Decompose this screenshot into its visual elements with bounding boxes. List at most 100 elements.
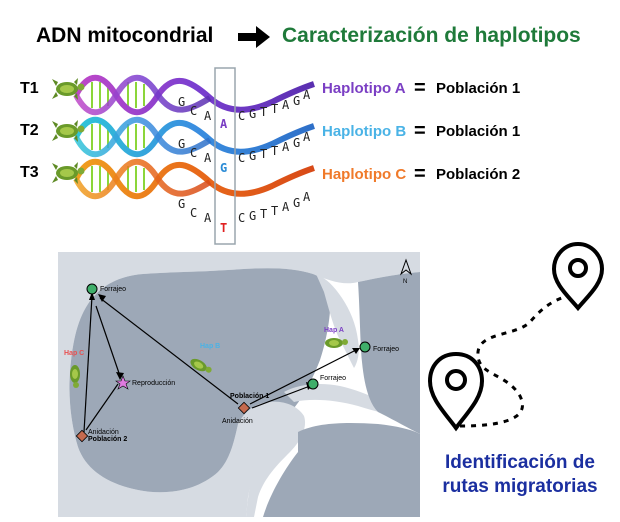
row-label-t3: T3 <box>20 164 39 181</box>
dotted-route <box>459 292 581 428</box>
sequence-t1: G C A A C G T T A G A <box>178 88 311 131</box>
dna-helix-t1 <box>73 74 315 116</box>
variant-site-box <box>214 67 236 245</box>
seq-t3-variant: T <box>220 221 227 235</box>
seq-t2-base-8: T <box>271 144 278 158</box>
route-pob1-to-cuba <box>251 385 311 409</box>
seq-t1-base-8: T <box>271 102 278 116</box>
migratory-route-caption: Identificación de rutas migratorias <box>420 451 620 499</box>
route-foraging-to-reproduction <box>95 305 121 377</box>
label-forrajeo-cuba: Forrajeo <box>320 375 346 382</box>
nesting-node-w <box>75 429 89 443</box>
foraging-node-florida <box>359 341 371 353</box>
seq-t2-base-11: A <box>303 130 311 144</box>
atlantic-water <box>358 272 420 434</box>
reproduction-star-icon <box>115 375 131 390</box>
turtle-icon <box>70 365 80 388</box>
sequence-t3: G C A T C G T T A G A <box>178 190 311 235</box>
seq-t2-base-7: T <box>260 147 267 161</box>
seq-t2-base-5: C <box>238 151 245 165</box>
arrowhead <box>116 372 124 380</box>
label-forrajeo-nw: Forrajeo <box>100 286 126 293</box>
seq-t1-base-3: A <box>204 109 212 123</box>
seq-t2-base-6: G <box>249 149 256 163</box>
caption-line-2: rutas migratorias <box>442 476 598 497</box>
seq-t2-variant: G <box>220 161 227 175</box>
arrowhead <box>352 348 360 354</box>
haplotype-label-b: Haplotipo B <box>322 123 407 140</box>
nesting-node-e <box>237 401 251 415</box>
route-pob1-to-florida <box>249 349 357 405</box>
seq-t2-base-10: G <box>293 136 300 150</box>
equals-sign: = <box>414 163 426 185</box>
haplotype-label-c: Haplotipo C <box>322 166 407 183</box>
dna-helix-t2 <box>73 116 315 158</box>
seq-t2-base-3: A <box>204 151 212 165</box>
migration-map: N Forrajeo Reproducción Anidación Poblac… <box>58 252 420 517</box>
seq-t1-base-11: A <box>303 88 311 102</box>
seq-t1-base-7: T <box>260 105 267 119</box>
seq-t1-base-6: G <box>249 107 256 121</box>
seq-t3-base-10: G <box>293 196 300 210</box>
equals-sign: = <box>414 77 426 99</box>
foraging-node-cuba <box>307 378 319 390</box>
location-pin-icon <box>427 351 485 432</box>
label-poblacion-2: Población 2 <box>88 436 127 443</box>
seq-t1-base-2: C <box>190 104 197 118</box>
location-pin-icon <box>551 241 605 312</box>
equals-sign: = <box>414 120 426 142</box>
seq-t2-base-2: C <box>190 146 197 160</box>
seq-t1-base-1: G <box>178 95 185 109</box>
population-label-t3: Población 2 <box>436 166 521 183</box>
label-poblacion-1: Población 1 <box>230 393 269 400</box>
label-anidacion-e: Anidación <box>222 418 253 425</box>
migration-route-graphic <box>427 241 605 432</box>
sequence-t2: G C A G C G T T A G A <box>178 130 311 175</box>
label-hap-a: Hap A <box>324 327 344 334</box>
turtle-icon <box>52 120 85 142</box>
route-w-nesting-to-foraging <box>83 295 93 433</box>
caption-line-1: Identificación de <box>445 452 595 473</box>
label-forrajeo-florida: Forrajeo <box>373 346 399 353</box>
population-label-t2: Población 1 <box>436 123 521 140</box>
seq-t1-base-5: C <box>238 109 245 123</box>
population-label-t1: Población 1 <box>436 80 521 97</box>
compass-label: N <box>403 279 407 285</box>
seq-t3-base-9: A <box>282 200 290 214</box>
seq-t1-base-9: A <box>282 98 290 112</box>
seq-t3-base-8: T <box>271 204 278 218</box>
land-mainland <box>58 252 420 517</box>
row-label-t1: T1 <box>20 80 39 97</box>
label-reproduccion: Reproducción <box>132 380 175 387</box>
seq-t3-base-11: A <box>303 190 311 204</box>
compass-icon: N <box>399 258 413 285</box>
arrowhead <box>98 294 106 302</box>
arrow-right-icon <box>238 26 270 48</box>
row-label-t2: T2 <box>20 122 39 139</box>
land-florida <box>316 274 359 368</box>
turtle-icon <box>52 162 85 184</box>
arrowhead <box>89 292 95 300</box>
label-hap-b: Hap B <box>200 343 220 350</box>
seq-t1-variant: A <box>220 117 228 131</box>
seq-t3-base-7: T <box>260 207 267 221</box>
seq-t3-base-1: G <box>178 197 185 211</box>
seq-t3-base-6: G <box>249 209 256 223</box>
seq-t1-base-10: G <box>293 94 300 108</box>
land-yucatan <box>238 401 306 517</box>
turtle-icon <box>325 338 348 348</box>
title-haplotype-characterization: Caracterización de haplotipos <box>282 24 581 47</box>
seq-t3-base-2: C <box>190 206 197 220</box>
foraging-node-nw <box>86 283 98 295</box>
turtle-icon <box>190 358 212 373</box>
route-reproduction-to-nesting-w <box>85 383 119 431</box>
title-mtdna: ADN mitocondrial <box>36 24 214 47</box>
caribbean-water <box>263 422 420 517</box>
seq-t2-base-1: G <box>178 137 185 151</box>
seq-t2-base-9: A <box>282 140 290 154</box>
dna-helix-t3 <box>73 158 315 200</box>
turtle-icon <box>52 78 85 100</box>
seq-t3-base-3: A <box>204 211 212 225</box>
dna-panel: G C A A C G T T A G A G C A G C G T T A … <box>73 67 315 245</box>
route-foraging-to-pob1 <box>99 297 239 405</box>
